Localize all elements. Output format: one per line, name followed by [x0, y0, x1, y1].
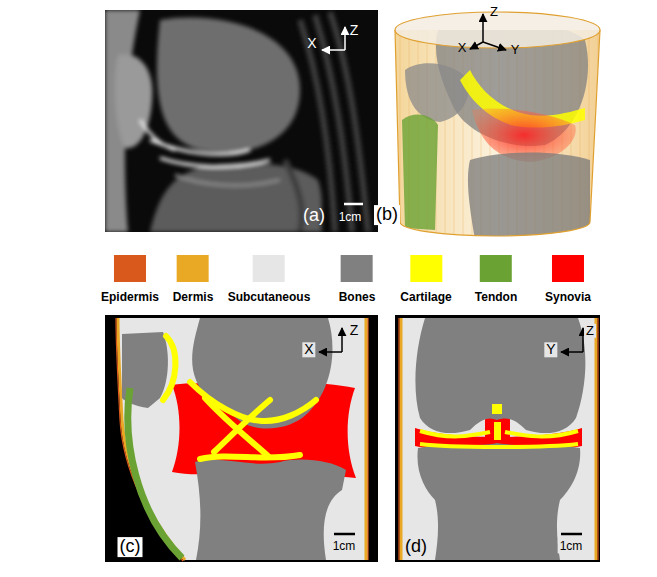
mri-patella: [115, 54, 152, 148]
axis-label: Z: [584, 324, 596, 338]
legend-label: Bones: [339, 290, 376, 304]
epidermis-line: [398, 318, 399, 560]
legend-label: Subcutaneous: [228, 290, 311, 304]
legend-swatch: [177, 255, 209, 282]
scale-bar: [334, 533, 355, 536]
scale-label: 1cm: [337, 211, 364, 224]
subcutaneous-region: [118, 318, 368, 560]
dermis-line: [595, 318, 598, 560]
legend-swatch: [480, 255, 512, 282]
epidermis-line: [116, 318, 183, 561]
legend-label: Synovia: [545, 290, 591, 304]
axis-label: Z: [488, 5, 500, 19]
axis-label: X: [456, 41, 469, 55]
legend-item: Epidermis: [101, 255, 159, 304]
cartilage-notch: [492, 404, 502, 414]
tibia-section: [417, 443, 580, 560]
axis-label: Z: [348, 323, 361, 338]
legend-swatch: [341, 255, 373, 282]
panel-label: (a): [301, 206, 327, 226]
tibia-3d: [468, 153, 590, 241]
scale-label: 1cm: [331, 540, 358, 553]
cartilage-patellar: [163, 336, 175, 400]
femur-section: [192, 318, 332, 429]
tendon-section: [128, 388, 182, 558]
mri-background: [105, 10, 378, 232]
axis-arrow: [482, 14, 484, 42]
dermis-line: [400, 318, 403, 560]
axis-label: Y: [544, 342, 557, 357]
legend-label: Cartilage: [400, 290, 451, 304]
femur-section: [415, 318, 585, 433]
mri-tibia: [150, 163, 322, 232]
dermis-line: [365, 318, 368, 560]
cartilage-tibial: [200, 455, 300, 459]
panel-label: (c): [118, 537, 143, 557]
legend-label: Epidermis: [101, 290, 159, 304]
cartilage-cross: [214, 400, 270, 452]
cartilage-notch: [494, 422, 501, 440]
cylinder-outline: [395, 30, 600, 236]
section-background: [105, 315, 378, 562]
mri-femur: [157, 18, 300, 153]
model-3d: [395, 20, 600, 240]
axis-arrow: [341, 328, 343, 352]
legend-label: Tendon: [475, 290, 517, 304]
legend-item: Synovia: [545, 255, 591, 304]
legend-item: Tendon: [475, 255, 517, 304]
axis-arrow: [470, 42, 483, 49]
axis-label: Z: [348, 23, 361, 38]
legend-swatch: [410, 255, 442, 282]
legend-swatch: [552, 255, 584, 282]
scale-bar: [561, 533, 582, 536]
scale-label: 1cm: [558, 540, 585, 553]
epidermis-line: [597, 318, 598, 560]
dermis-line: [118, 318, 185, 560]
axis-label: X: [305, 36, 318, 51]
mri-muscle: [285, 12, 368, 232]
legend-swatch: [253, 255, 285, 282]
cartilage-section: [163, 336, 316, 459]
mri-fluid-lines: [140, 120, 270, 167]
axis-arrow: [319, 351, 342, 353]
mri-bone-edge: [175, 175, 280, 185]
patella-3d: [405, 63, 469, 122]
axis-label: Y: [509, 43, 522, 57]
legend-item: Dermis: [173, 255, 214, 304]
subcutaneous-region: [400, 318, 597, 560]
panel-label: (d): [403, 537, 429, 557]
section-background: [395, 315, 600, 562]
epidermis-line: [367, 318, 368, 560]
axis-label: X: [302, 342, 315, 357]
cartilage-tibial: [420, 444, 578, 447]
legend-swatch: [114, 255, 146, 282]
legend-item: Subcutaneous: [228, 255, 311, 304]
mri-image: [105, 10, 368, 232]
axis-arrow: [344, 27, 346, 50]
legend-item: Cartilage: [400, 255, 451, 304]
legend-item: Bones: [339, 255, 376, 304]
axis-arrow: [561, 351, 583, 353]
tibia-section: [195, 460, 346, 560]
axis-arrow: [483, 42, 506, 50]
scale-bar: [344, 203, 363, 206]
axis-arrow: [322, 49, 345, 51]
tendon-3d: [402, 115, 438, 230]
legend-label: Dermis: [173, 290, 214, 304]
panel-label: (b): [374, 205, 400, 225]
